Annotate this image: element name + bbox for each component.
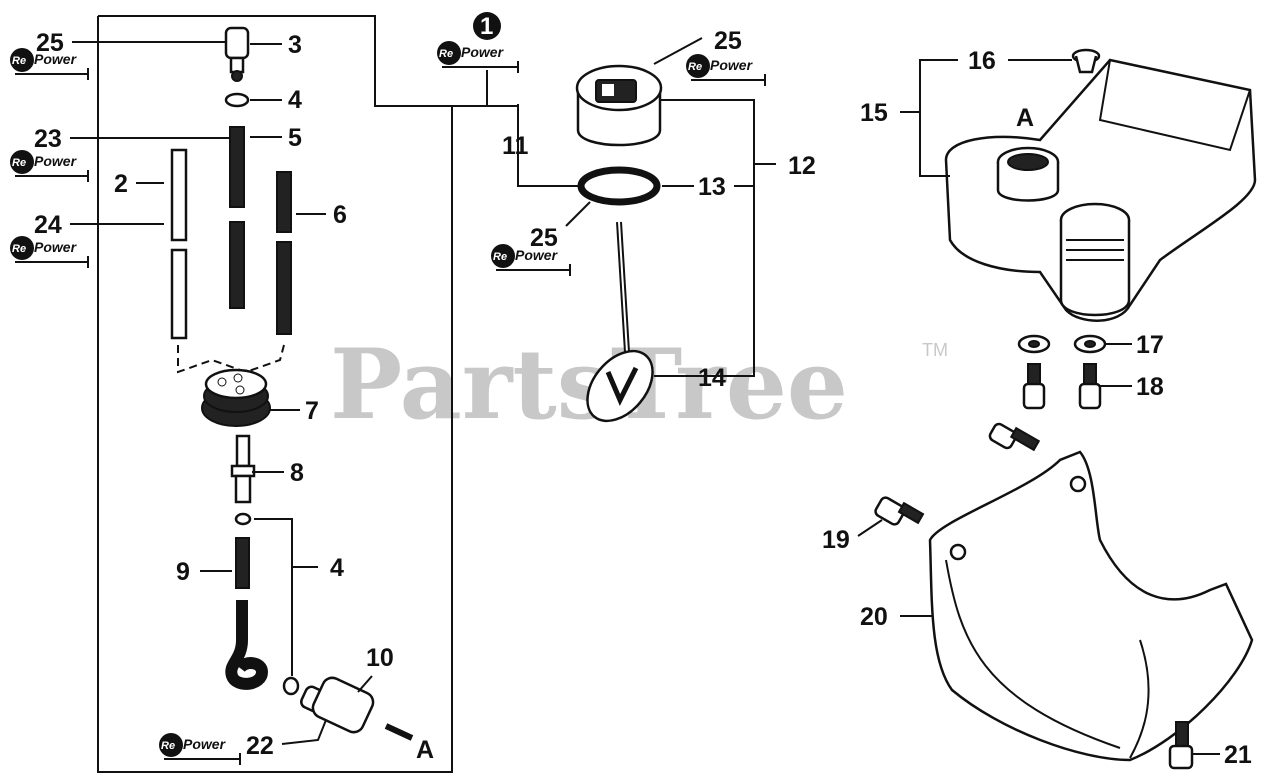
label-11: 11 — [502, 132, 529, 160]
svg-text:Re: Re — [12, 55, 26, 67]
part-cap — [224, 26, 250, 82]
svg-text:Power: Power — [34, 51, 78, 67]
label-17: 17 — [1136, 331, 1164, 359]
part-return-hose — [276, 171, 292, 335]
part-tube — [170, 148, 188, 340]
repower-badge: Re Power — [686, 54, 766, 86]
part-fuel-cap — [575, 64, 663, 147]
part-cap-gasket — [577, 166, 661, 206]
trademark: TM — [922, 340, 948, 360]
part-tank-bracket — [928, 450, 1254, 762]
svg-text:Re: Re — [493, 251, 507, 263]
repower-badge: Re Power — [437, 41, 519, 73]
label-25-gasket: 25 — [530, 224, 558, 252]
part-vent-plug — [1071, 48, 1101, 74]
svg-text:Power: Power — [183, 736, 227, 752]
repower-badge: Re Power — [10, 150, 89, 182]
part-grommet — [201, 368, 271, 427]
svg-text:Power: Power — [515, 247, 559, 263]
assembly-guide — [177, 344, 285, 374]
repower-badge: Re Power — [10, 236, 89, 268]
label-25: 25 — [36, 29, 64, 57]
repower-badge: Re Power — [159, 733, 241, 765]
part-washer — [1017, 334, 1107, 354]
part-fuel-tank — [944, 58, 1257, 322]
label-14: 14 — [698, 364, 726, 392]
label-25-cap: 25 — [714, 27, 742, 55]
label-4-lower: 4 — [330, 554, 344, 582]
svg-text:Re: Re — [12, 243, 26, 255]
svg-text:Re: Re — [12, 157, 26, 169]
label-6: 6 — [333, 201, 347, 229]
svg-text:Power: Power — [710, 57, 754, 73]
svg-text:1: 1 — [480, 13, 493, 40]
label-22: 22 — [246, 732, 274, 760]
label-21: 21 — [1224, 741, 1252, 769]
part-screw — [874, 422, 1041, 526]
label-23: 23 — [34, 125, 62, 153]
leader-lines — [70, 37, 1220, 755]
part-o-ring — [224, 92, 250, 108]
part-screw — [1168, 721, 1194, 770]
label-7: 7 — [305, 397, 319, 425]
part-bolt — [1022, 363, 1102, 410]
label-10: 10 — [366, 644, 394, 672]
label-A-tank: A — [1016, 104, 1034, 132]
label-13: 13 — [698, 173, 726, 201]
watermark: PartsTree — [330, 328, 848, 441]
part-cap-strap — [586, 221, 654, 423]
label-2: 2 — [114, 170, 128, 198]
group-frame-top — [98, 15, 519, 107]
label-16: 16 — [968, 47, 996, 75]
svg-text:Re: Re — [688, 61, 702, 73]
label-9: 9 — [176, 558, 190, 586]
label-8: 8 — [290, 459, 304, 487]
label-4: 4 — [288, 86, 302, 114]
callout-marker: 1 — [473, 12, 501, 40]
svg-text:Power: Power — [461, 44, 505, 60]
svg-text:Power: Power — [34, 153, 78, 169]
label-12: 12 — [788, 152, 816, 180]
repower-badge: Re Power — [10, 48, 89, 80]
svg-text:Re: Re — [439, 48, 453, 60]
svg-text:Re: Re — [161, 740, 175, 752]
label-24: 24 — [34, 211, 62, 239]
repower-badge: Re Power — [491, 244, 571, 276]
label-19: 19 — [822, 526, 850, 554]
label-3: 3 — [288, 31, 302, 59]
group-frame — [97, 16, 453, 773]
label-A-filter: A — [416, 736, 434, 764]
part-joint — [230, 434, 256, 504]
label-20: 20 — [860, 603, 888, 631]
label-5: 5 — [288, 124, 302, 152]
part-o-ring — [234, 512, 252, 526]
label-15: 15 — [860, 99, 888, 127]
svg-text:Power: Power — [34, 239, 78, 255]
part-suction-hose — [225, 537, 269, 690]
part-fuel-filter — [282, 676, 375, 734]
part-fuel-hose — [229, 126, 245, 309]
label-18: 18 — [1136, 373, 1164, 401]
